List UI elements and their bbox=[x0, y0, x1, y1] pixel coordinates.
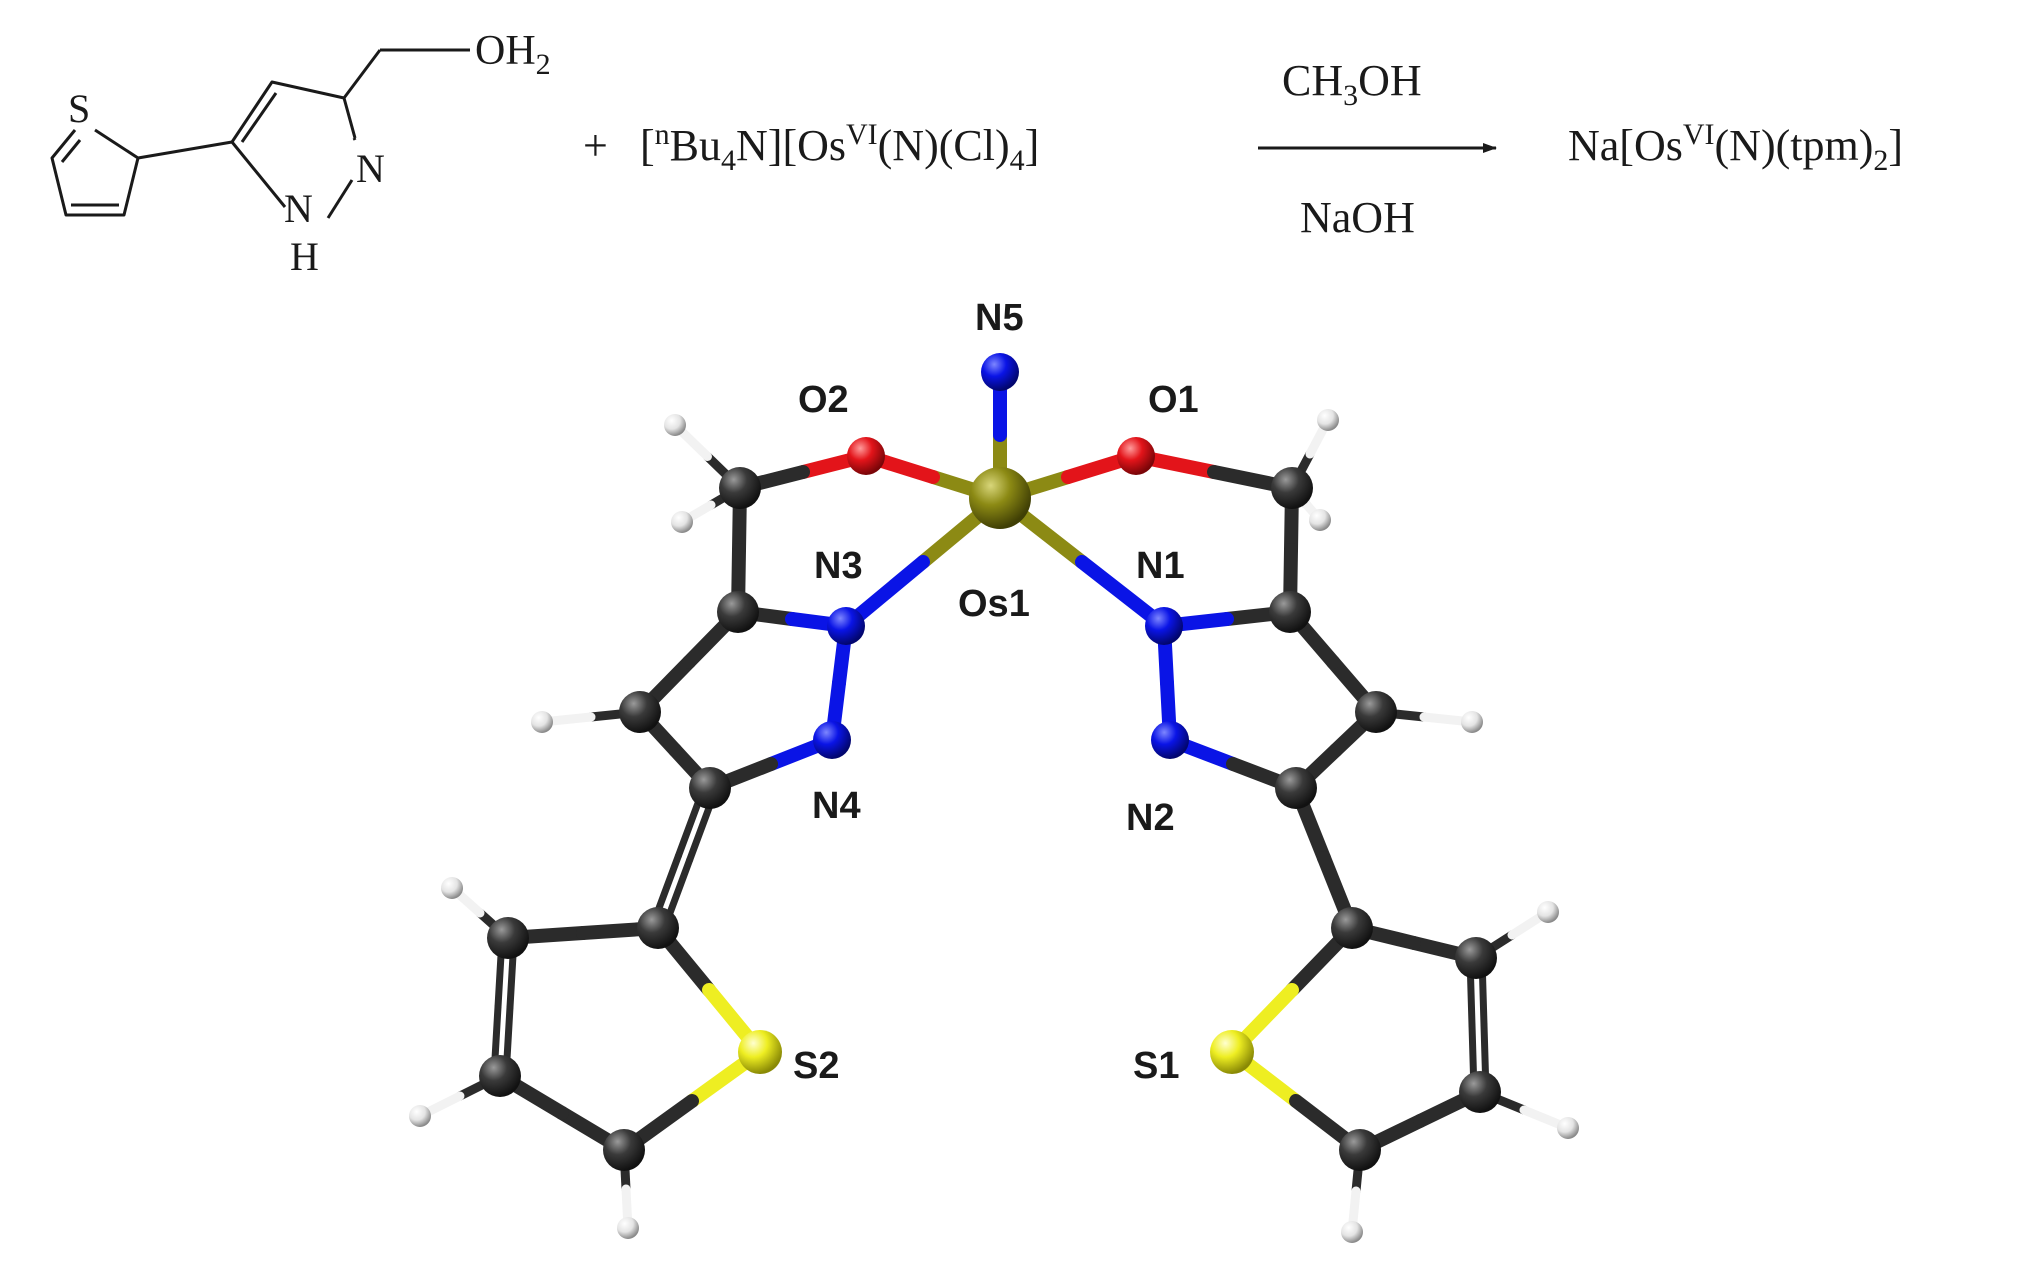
label-n3: N3 bbox=[814, 545, 863, 587]
atom-h5 bbox=[531, 711, 553, 733]
atom-h12 bbox=[1341, 1221, 1363, 1243]
product-close: ] bbox=[1888, 121, 1903, 170]
atom-h7 bbox=[441, 877, 463, 899]
reagent-bracket-close: ] bbox=[1025, 121, 1040, 170]
reagent-bu: Bu bbox=[670, 121, 721, 170]
label-o1: O1 bbox=[1148, 379, 1199, 421]
atom-c7r bbox=[1459, 1071, 1501, 1113]
atom-n2 bbox=[1151, 721, 1189, 759]
label-n1: N1 bbox=[1136, 545, 1185, 587]
ring-atom-h-label: H bbox=[290, 234, 319, 279]
reagent-formula: [nBu4N][OsVI(N)(Cl)4] bbox=[640, 118, 1039, 177]
atom-ctr bbox=[1331, 907, 1373, 949]
atom-h11 bbox=[1557, 1117, 1579, 1139]
reagent-bu-sub: 4 bbox=[721, 144, 736, 177]
atom-s2 bbox=[738, 1030, 782, 1074]
product-mid: (N)(tpm) bbox=[1715, 121, 1874, 170]
ring-atom-n-label: N bbox=[356, 146, 385, 191]
atom-c5r bbox=[1275, 767, 1317, 809]
reagent-tail: (N)(Cl) bbox=[878, 121, 1010, 170]
atom-s1 bbox=[1210, 1030, 1254, 1074]
atom-n4 bbox=[813, 721, 851, 759]
atom-cal bbox=[719, 467, 761, 509]
label-n4: N4 bbox=[812, 785, 861, 827]
label-n2: N2 bbox=[1126, 797, 1175, 839]
product-formula: Na[OsVI(N)(tpm)2] bbox=[1568, 118, 1903, 177]
reagent-n-os: N][Os bbox=[736, 121, 846, 170]
product-sup: VI bbox=[1683, 118, 1715, 151]
atom-n5 bbox=[981, 353, 1019, 391]
atom-h8 bbox=[409, 1105, 431, 1127]
atom-o1 bbox=[1117, 437, 1155, 475]
atom-c8l bbox=[603, 1129, 645, 1171]
reagent-sup-n: n bbox=[655, 118, 670, 151]
base-label: NaOH bbox=[1300, 193, 1415, 242]
atom-n3 bbox=[827, 607, 865, 645]
atom-car bbox=[1271, 467, 1313, 509]
label-s1: S1 bbox=[1133, 1045, 1179, 1087]
atom-h1 bbox=[664, 414, 686, 436]
reagent-bracket-open: [ bbox=[640, 121, 655, 170]
ring-atom-nh-label: N bbox=[284, 186, 313, 231]
product-head: Na[Os bbox=[1568, 121, 1683, 170]
thiophene-double-bond-2 bbox=[60, 139, 82, 163]
ring-link-bond bbox=[137, 140, 233, 160]
atom-c8r bbox=[1339, 1129, 1381, 1171]
pyrazole-double-bond-1 bbox=[240, 92, 278, 143]
atom-c6l bbox=[487, 917, 529, 959]
atom-ctl bbox=[637, 907, 679, 949]
solvent-label: CH3OH bbox=[1282, 56, 1422, 112]
ligand-substituent-main: OH bbox=[475, 28, 536, 74]
product-sub: 2 bbox=[1873, 144, 1888, 177]
ligand-line-structure bbox=[50, 48, 470, 219]
pyrazole-n-n-bond bbox=[326, 179, 354, 219]
label-s2: S2 bbox=[793, 1045, 839, 1087]
ligand-substituent-label: OH2 bbox=[475, 28, 551, 81]
label-o2: O2 bbox=[798, 379, 849, 421]
structure-atoms bbox=[409, 353, 1579, 1243]
atom-c3l bbox=[717, 591, 759, 633]
pyrazole-double-bond-2 bbox=[352, 137, 357, 141]
atom-c4l bbox=[619, 691, 661, 733]
atom-h4 bbox=[1309, 509, 1331, 531]
atom-h2 bbox=[671, 511, 693, 533]
solvent-tail: OH bbox=[1358, 56, 1422, 105]
atom-n1 bbox=[1145, 607, 1183, 645]
ch2-bond bbox=[342, 49, 382, 99]
atom-os1 bbox=[969, 467, 1031, 529]
reagent-cl-sub: 4 bbox=[1010, 144, 1025, 177]
solvent-main: CH bbox=[1282, 56, 1343, 105]
ligand-substituent-sub: 2 bbox=[536, 48, 551, 81]
solvent-sub: 3 bbox=[1343, 79, 1358, 112]
plus-sign: + bbox=[583, 121, 608, 170]
atom-h10 bbox=[1537, 901, 1559, 923]
pyrazole-ring-bonds bbox=[230, 80, 357, 143]
atom-o2 bbox=[847, 437, 885, 475]
label-os1: Os1 bbox=[958, 583, 1030, 625]
ring-atom-s-label: S bbox=[68, 86, 90, 131]
atom-c6r bbox=[1455, 937, 1497, 979]
label-n5: N5 bbox=[975, 297, 1024, 339]
thiophene-ring-bonds bbox=[50, 128, 140, 217]
atom-c7l bbox=[479, 1055, 521, 1097]
atom-h9 bbox=[617, 1217, 639, 1239]
atom-h6 bbox=[1461, 711, 1483, 733]
atom-h3 bbox=[1317, 409, 1339, 431]
reagent-os-sup: VI bbox=[846, 118, 878, 151]
pyrazole-nh-c-bond bbox=[230, 141, 287, 208]
atom-c4r bbox=[1355, 691, 1397, 733]
atom-c5l bbox=[689, 767, 731, 809]
atom-c3r bbox=[1269, 591, 1311, 633]
